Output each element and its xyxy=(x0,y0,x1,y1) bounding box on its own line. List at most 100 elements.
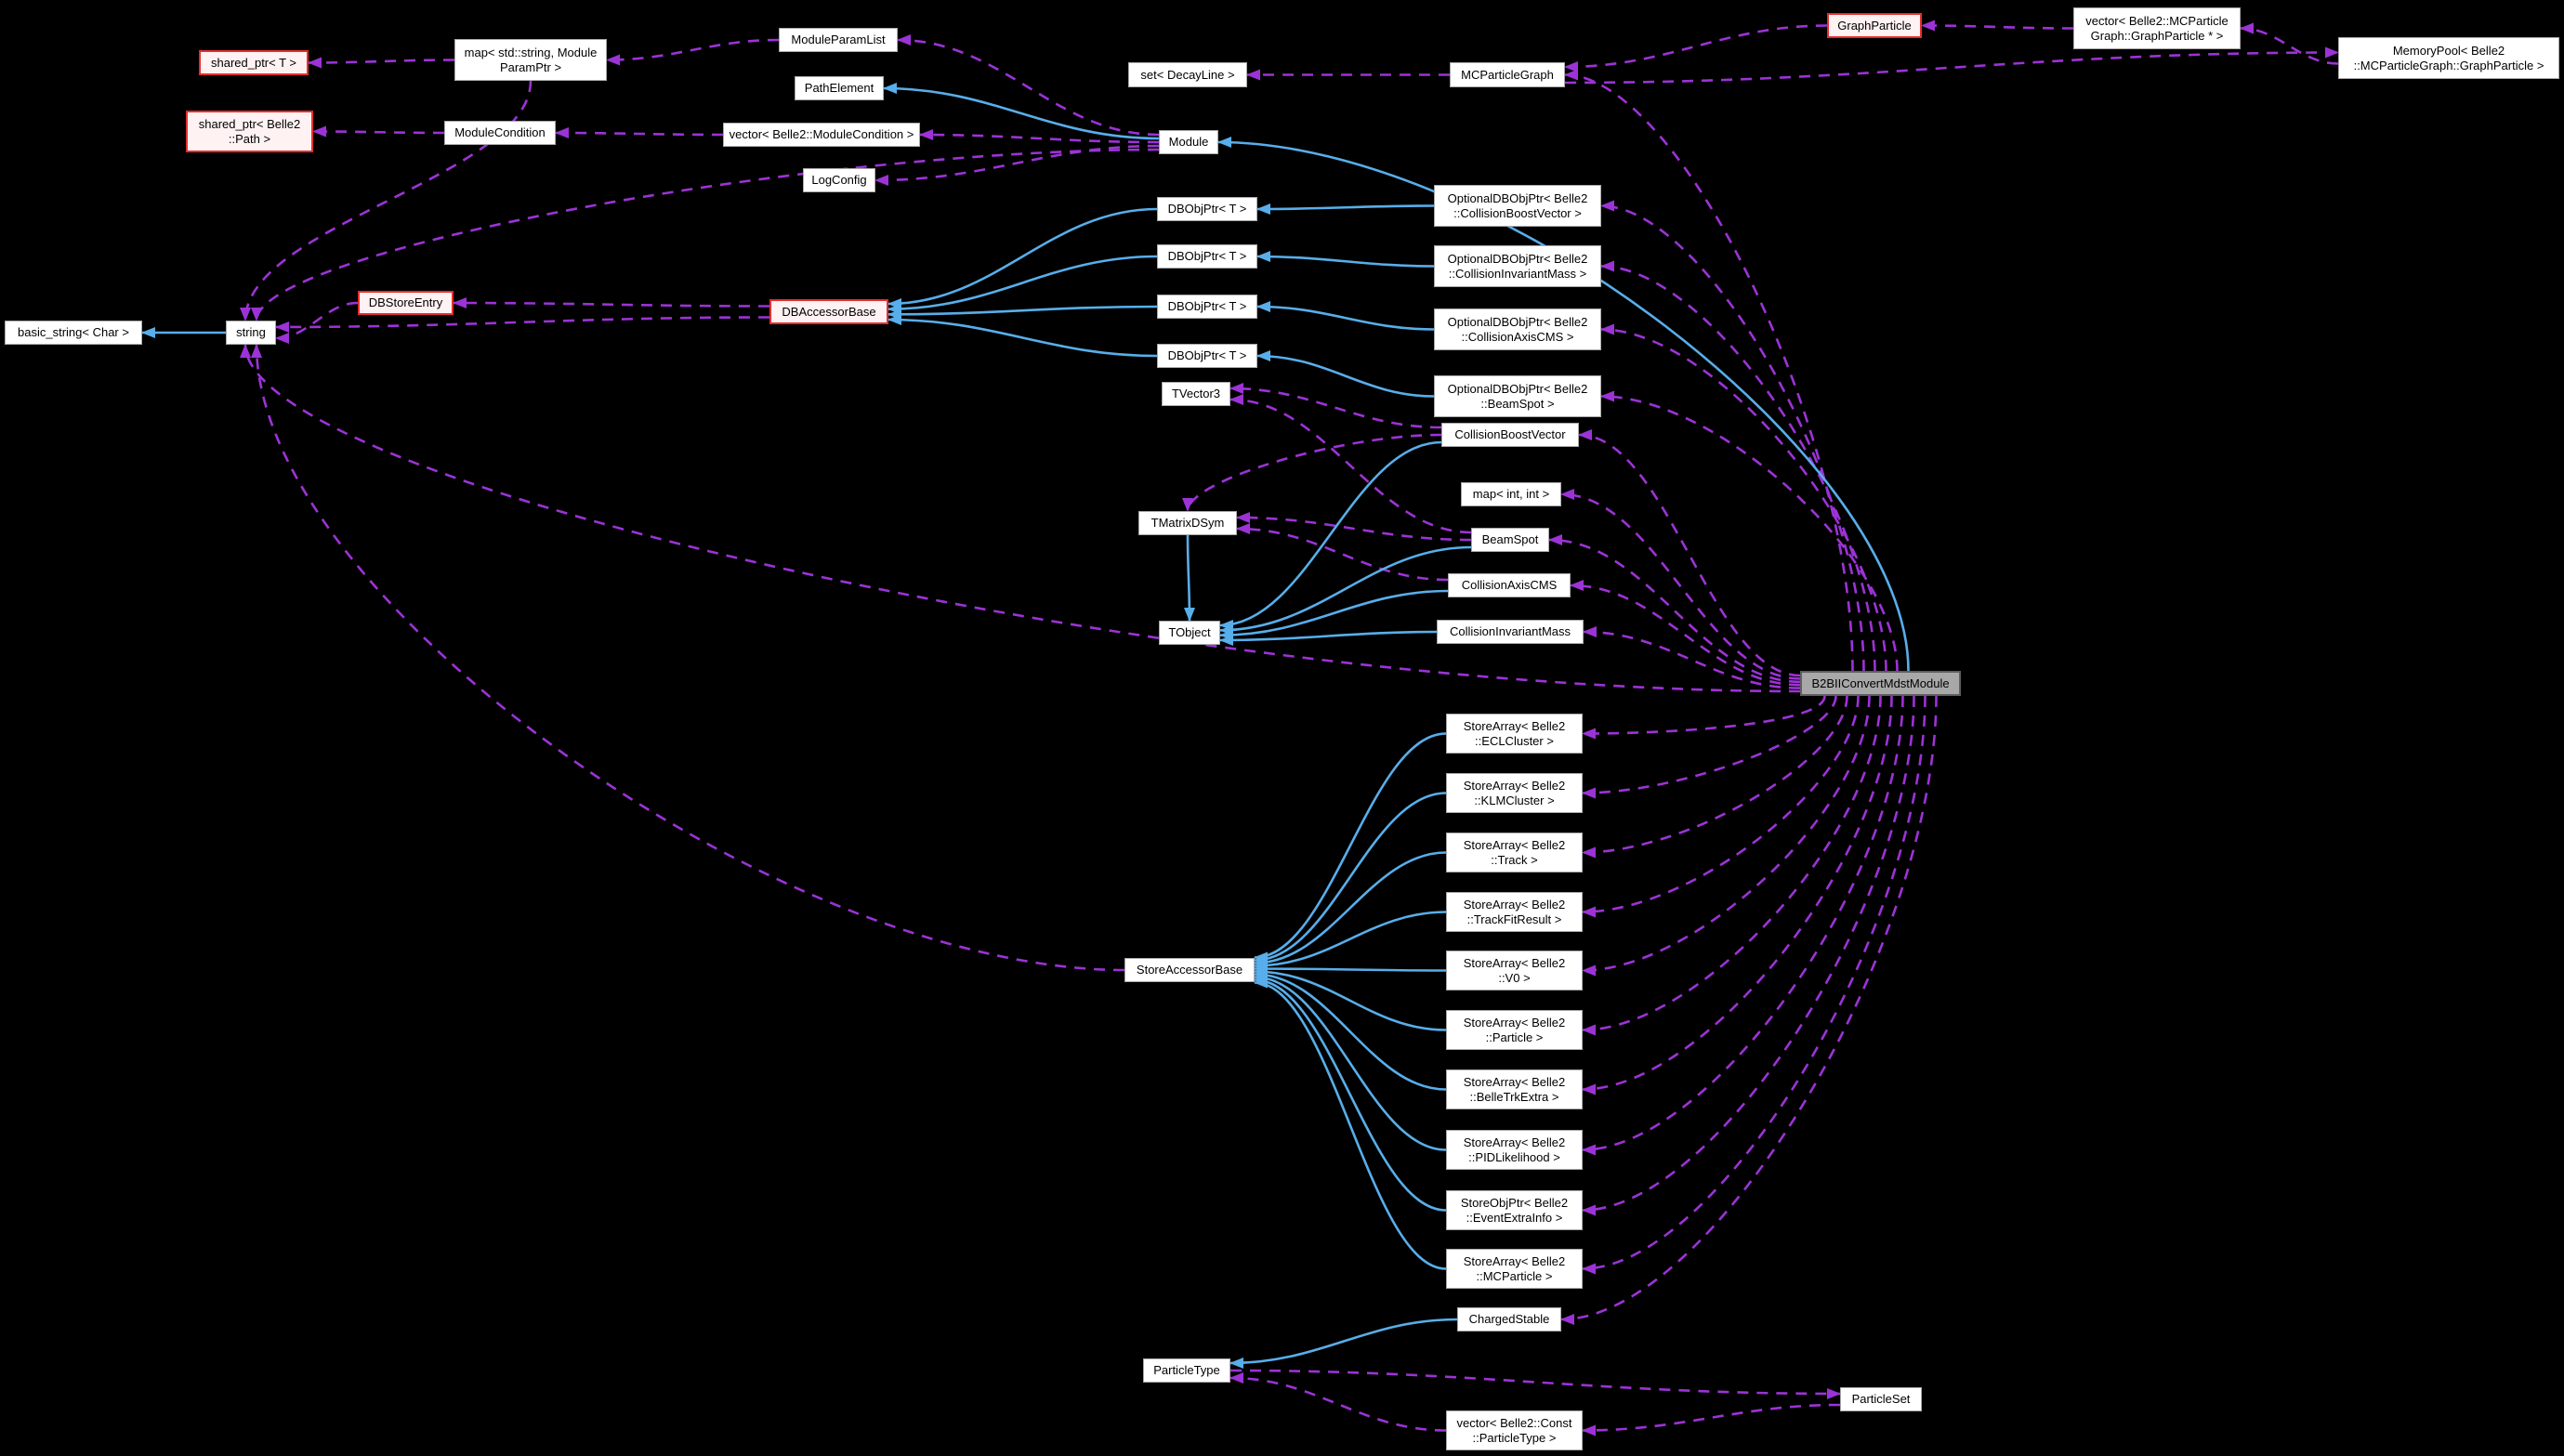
class-node-label: ::Path > xyxy=(228,131,271,146)
class-node-opt_boost[interactable]: OptionalDBObjPtr< Belle2::CollisionBoost… xyxy=(1434,185,1601,227)
edge-st_pid-store_accessor xyxy=(1254,971,1447,1151)
class-node-collision_axis[interactable]: CollisionAxisCMS xyxy=(1448,573,1571,597)
class-node-label: B2BIIConvertMdstModule xyxy=(1811,676,1950,690)
class-node-module[interactable]: Module xyxy=(1159,130,1218,154)
class-node-beamspot[interactable]: BeamSpot xyxy=(1471,528,1549,552)
class-node-set_decayline[interactable]: set< DecayLine > xyxy=(1128,62,1247,87)
edge-collision_axis-tobject xyxy=(1219,589,1449,641)
class-node-log_config[interactable]: LogConfig xyxy=(803,168,875,192)
edge-st_trackfit-store_accessor xyxy=(1254,911,1447,972)
class-node-dbobjptr2[interactable]: DBObjPtr< T > xyxy=(1157,244,1257,269)
class-node-string[interactable]: string xyxy=(226,321,276,345)
class-node-label: ParticleType xyxy=(1153,1363,1220,1377)
edge-b2bii-string xyxy=(240,344,1801,693)
edge-beamspot-tmatrix xyxy=(1236,512,1472,542)
class-node-label: ::MCParticleGraph::GraphParticle > xyxy=(2353,58,2544,72)
edge-dbobjptr1-dbaccessor xyxy=(888,207,1158,309)
class-node-store_accessor[interactable]: StoreAccessorBase xyxy=(1124,958,1255,982)
class-node-vector_particle_type[interactable]: vector< Belle2::Const::ParticleType > xyxy=(1446,1410,1583,1450)
edge-mcparticle_graph-memory_pool xyxy=(1564,46,2339,85)
class-node-dbstore_entry[interactable]: DBStoreEntry xyxy=(358,291,454,315)
class-node-collision_invmass[interactable]: CollisionInvariantMass xyxy=(1437,620,1584,644)
class-node-label: StoreArray< Belle2 xyxy=(1463,778,1566,793)
edge-b2bii-st_track xyxy=(1582,695,1848,859)
class-node-map_int_int[interactable]: map< int, int > xyxy=(1461,482,1561,506)
edge-module_condition-shared_ptr_path xyxy=(312,125,445,138)
class-node-opt_axis[interactable]: OptionalDBObjPtr< Belle2::CollisionAxisC… xyxy=(1434,308,1601,350)
class-node-tmatrix[interactable]: TMatrixDSym xyxy=(1138,511,1237,535)
class-node-st_trackfit[interactable]: StoreArray< Belle2::TrackFitResult > xyxy=(1446,892,1583,932)
class-node-st_ecl[interactable]: StoreArray< Belle2::ECLCluster > xyxy=(1446,714,1583,754)
edge-map_str_param-string xyxy=(240,80,533,321)
edge-b2bii-charged_stable xyxy=(1560,695,1938,1325)
class-node-opt_invmass[interactable]: OptionalDBObjPtr< Belle2::CollisionInvar… xyxy=(1434,245,1601,287)
class-node-dbobjptr1[interactable]: DBObjPtr< T > xyxy=(1157,197,1257,221)
class-node-label: OptionalDBObjPtr< Belle2 xyxy=(1447,314,1588,329)
class-node-dbaccessor[interactable]: DBAccessorBase xyxy=(769,299,888,324)
class-node-label: Graph::GraphParticle * > xyxy=(2090,28,2224,43)
class-node-module_param_list[interactable]: ModuleParamList xyxy=(779,28,898,52)
class-node-basic_string[interactable]: basic_string< Char > xyxy=(5,321,142,345)
edge-b2bii-opt_beamspot xyxy=(1600,390,1899,672)
class-node-label: ::KLMCluster > xyxy=(1474,793,1555,807)
edge-b2bii-st_particle xyxy=(1582,695,1882,1036)
class-node-label: MCParticleGraph xyxy=(1461,67,1554,82)
class-node-mcparticle_graph[interactable]: MCParticleGraph xyxy=(1450,62,1565,87)
class-node-label: basic_string< Char > xyxy=(18,325,129,339)
edge-st_v0-store_accessor xyxy=(1254,963,1447,975)
edge-st_belletrk-store_accessor xyxy=(1254,968,1447,1091)
class-node-shared_ptr_path[interactable]: shared_ptr< Belle2::Path > xyxy=(186,111,313,152)
class-node-label: MemoryPool< Belle2 xyxy=(2392,43,2505,58)
edge-b2bii-opt_axis xyxy=(1600,323,1887,672)
class-node-vector_module_condition[interactable]: vector< Belle2::ModuleCondition > xyxy=(723,123,920,147)
class-node-label: ::Track > xyxy=(1491,852,1538,867)
edge-dbstore_entry-string xyxy=(275,301,359,344)
class-node-st_belletrk[interactable]: StoreArray< Belle2::BelleTrkExtra > xyxy=(1446,1069,1583,1109)
class-node-memory_pool[interactable]: MemoryPool< Belle2::MCParticleGraph::Gra… xyxy=(2338,37,2559,79)
class-node-label: shared_ptr< Belle2 xyxy=(198,116,301,131)
class-node-dbobjptr3[interactable]: DBObjPtr< T > xyxy=(1157,295,1257,319)
class-node-label: StoreArray< Belle2 xyxy=(1463,1135,1566,1149)
class-node-opt_beamspot[interactable]: OptionalDBObjPtr< Belle2::BeamSpot > xyxy=(1434,375,1601,417)
edge-b2bii-st_mcparticle xyxy=(1582,695,1926,1275)
class-node-st_klm[interactable]: StoreArray< Belle2::KLMCluster > xyxy=(1446,773,1583,813)
class-node-label: OptionalDBObjPtr< Belle2 xyxy=(1447,381,1588,396)
class-node-label: shared_ptr< T > xyxy=(210,55,297,70)
class-node-collision_boost[interactable]: CollisionBoostVector xyxy=(1441,423,1579,447)
class-node-st_pid[interactable]: StoreArray< Belle2::PIDLikelihood > xyxy=(1446,1130,1583,1170)
class-node-shared_ptr_t[interactable]: shared_ptr< T > xyxy=(199,50,309,75)
edge-dbaccessor-dbstore_entry xyxy=(453,297,770,309)
class-node-module_condition[interactable]: ModuleCondition xyxy=(444,121,556,145)
edge-dbobjptr3-dbaccessor xyxy=(888,305,1158,321)
edge-module-string xyxy=(251,148,1160,321)
class-node-label: set< DecayLine > xyxy=(1140,67,1235,82)
class-node-particle_set[interactable]: ParticleSet xyxy=(1840,1387,1922,1411)
class-node-path_element[interactable]: PathElement xyxy=(795,76,884,100)
edge-b2bii-module xyxy=(1217,137,1910,672)
class-node-tobject[interactable]: TObject xyxy=(1159,621,1220,645)
class-node-b2bii[interactable]: B2BIIConvertMdstModule xyxy=(1800,671,1961,696)
class-node-label: StoreArray< Belle2 xyxy=(1463,897,1566,912)
edge-module-module_param_list xyxy=(897,34,1160,137)
class-node-graph_particle[interactable]: GraphParticle xyxy=(1827,13,1922,38)
class-node-label: ::TrackFitResult > xyxy=(1466,912,1562,926)
edge-vector_particle_type-particle_type xyxy=(1229,1372,1447,1432)
class-node-tvector3[interactable]: TVector3 xyxy=(1162,382,1230,406)
class-node-dbobjptr4[interactable]: DBObjPtr< T > xyxy=(1157,344,1257,368)
class-node-st_eventextra[interactable]: StoreObjPtr< Belle2::EventExtraInfo > xyxy=(1446,1190,1583,1230)
class-node-st_track[interactable]: StoreArray< Belle2::Track > xyxy=(1446,833,1583,872)
class-node-st_v0[interactable]: StoreArray< Belle2::V0 > xyxy=(1446,951,1583,990)
class-node-charged_stable[interactable]: ChargedStable xyxy=(1457,1307,1561,1331)
class-node-st_particle[interactable]: StoreArray< Belle2::Particle > xyxy=(1446,1010,1583,1050)
class-node-label: string xyxy=(236,325,266,339)
class-node-particle_type[interactable]: ParticleType xyxy=(1143,1358,1230,1383)
class-node-label: ::BelleTrkExtra > xyxy=(1469,1089,1559,1104)
class-node-st_mcparticle[interactable]: StoreArray< Belle2::MCParticle > xyxy=(1446,1249,1583,1289)
class-node-label: StoreArray< Belle2 xyxy=(1463,955,1566,970)
edge-store_accessor-string xyxy=(251,344,1125,972)
edge-graph_particle-mcparticle_graph xyxy=(1564,24,1828,72)
class-node-label: OptionalDBObjPtr< Belle2 xyxy=(1447,251,1588,266)
class-node-label: ::V0 > xyxy=(1498,970,1531,985)
